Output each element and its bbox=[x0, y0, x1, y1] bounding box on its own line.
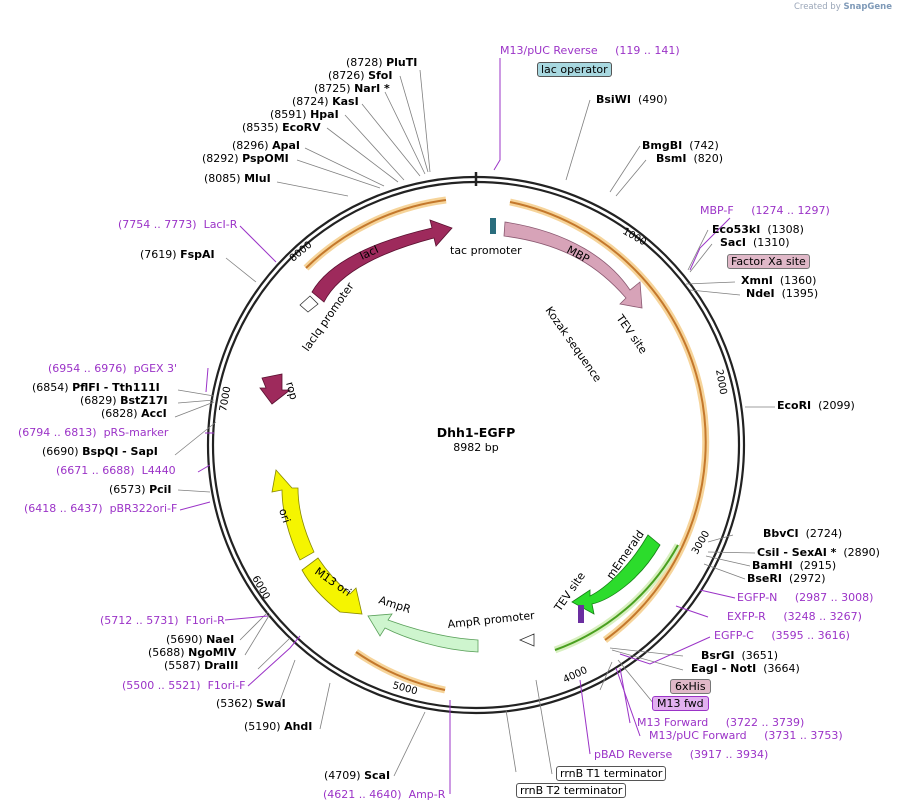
feature-label-kozak: Kozak sequence bbox=[543, 304, 605, 384]
m13ori-feature bbox=[301, 557, 363, 615]
mEmerald-feature bbox=[571, 534, 661, 615]
lacI-arc bbox=[305, 199, 447, 269]
mbp-arc bbox=[509, 201, 707, 641]
rop-feature bbox=[259, 373, 292, 405]
primer-leader-lines bbox=[179, 58, 736, 794]
mbp-feature bbox=[503, 221, 643, 309]
ampR-promoter-feature bbox=[518, 633, 535, 647]
plasmid-length: 8982 bp bbox=[453, 441, 498, 454]
ampR-arc bbox=[355, 651, 446, 691]
lacI-feature bbox=[311, 219, 453, 303]
box-factor-xa-site: Factor Xa site bbox=[727, 254, 810, 269]
tick-4000: 4000 bbox=[562, 665, 590, 686]
feature-label-ori: ori bbox=[276, 507, 293, 525]
tev-site-mark bbox=[578, 605, 584, 623]
box-lac-operator: lac operator bbox=[537, 62, 612, 77]
feature-label-ampR: AmpR bbox=[377, 593, 413, 616]
plasmid-name: Dhh1-EGFP bbox=[437, 425, 516, 440]
feature-label-ampR-promoter: AmpR promoter bbox=[447, 609, 536, 631]
tac-promoter-mark bbox=[490, 218, 496, 234]
box-m13-fwd: M13 fwd bbox=[652, 696, 709, 711]
feature-label-tev-site-1: TEV site bbox=[613, 311, 650, 356]
ampR-feature bbox=[367, 613, 479, 653]
box-rrnb-t1: rrnB T1 terminator bbox=[556, 766, 667, 781]
credit: Created by SnapGene bbox=[793, 2, 892, 12]
enzyme-leader-lines bbox=[174, 69, 775, 777]
lacIq-promoter-feature bbox=[299, 295, 319, 313]
box-6xhis: 6xHis bbox=[670, 679, 711, 694]
box-rrnb-t2: rrnB T2 terminator bbox=[516, 783, 627, 798]
tick-2000: 2000 bbox=[713, 369, 728, 396]
tick-7000: 7000 bbox=[218, 386, 233, 413]
ori-feature bbox=[271, 469, 315, 561]
snapgene-logo: SnapGene bbox=[843, 2, 892, 12]
emerald-arc bbox=[554, 544, 679, 651]
tick-6000: 6000 bbox=[249, 574, 271, 602]
feature-label-tac-promoter: tac promoter bbox=[450, 244, 522, 257]
feature-label-rop: rop bbox=[283, 380, 300, 401]
